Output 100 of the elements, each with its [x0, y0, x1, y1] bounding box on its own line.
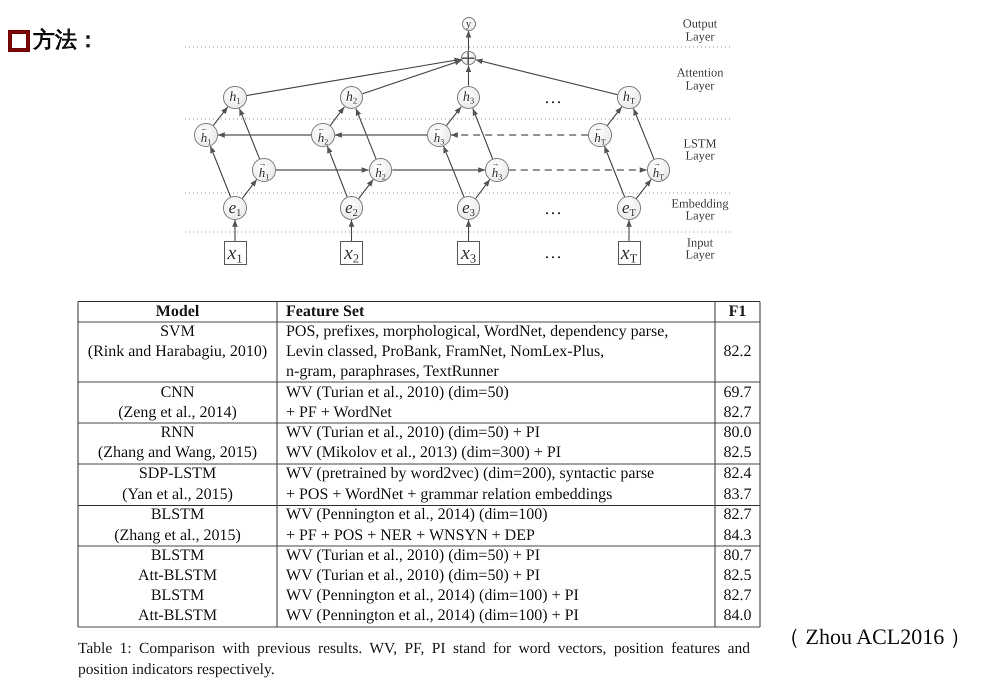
column-header: Model [156, 302, 200, 320]
feature-set-text: WV (Turian et al., 2010) (dim=50) + PI [286, 424, 540, 442]
hidden-state-circle: h$_{2}$ [340, 86, 364, 110]
f1-score: 82.7 [724, 506, 752, 524]
model-name: BLSTM [150, 506, 204, 524]
feature-set-text: WV (Pennington et al., 2014) (dim=100) [286, 506, 548, 524]
layer-label: Output Layer [682, 18, 718, 42]
reference-text: (Zeng et al., 2014) [118, 404, 237, 422]
heading: 方法： [33, 28, 99, 54]
forward-state-circle: → h$_{1}$ [252, 158, 276, 182]
f1-score: 84.0 [724, 607, 752, 625]
feature-set-text: WV (Pennington et al., 2014) (dim=100) + PI [286, 586, 579, 604]
ellipsis: … [544, 199, 562, 217]
backward-state-circle: ← h$_{T}$ [588, 123, 612, 147]
arrow [330, 106, 345, 126]
arrow [348, 220, 354, 241]
f1-score: 80.0 [724, 424, 752, 442]
feature-set-text: WV (Turian et al., 2010) (dim=50) + PI [286, 566, 540, 584]
embedding-circle: e$_{T}$ [617, 196, 641, 220]
input-box: x$_{2}$ [340, 241, 363, 265]
model-name: BLSTM [150, 586, 204, 604]
arrow [362, 60, 462, 94]
arrow [355, 108, 377, 160]
table-caption: Table 1: Comparison with previous results. WV, PF, PI stand for word vectors, position features and position indicators respectively. [78, 639, 750, 680]
model-name: BLSTM [150, 546, 204, 564]
layer-label: Embedding Layer [671, 197, 729, 222]
arrow [475, 58, 618, 96]
arrow [466, 65, 472, 86]
ellipsis: … [544, 243, 562, 261]
feature-set-text: WV (pretrained by word2vec) (dim=200), syntactic parse [286, 465, 654, 483]
model-name: Att-BLSTM [138, 566, 218, 584]
arrow [626, 220, 632, 241]
feature-set-text: Levin classed, ProBank, FramNet, NomLex-Plus, [286, 342, 604, 360]
arrow [632, 108, 655, 160]
citation: （ Zhou ACL2016 ） [778, 624, 972, 650]
f1-score: 83.7 [724, 486, 752, 504]
output-circle: y [462, 16, 476, 30]
feature-set-text: + PF + POS + NER + WNSYN + DEP [286, 526, 535, 544]
arrow [446, 106, 462, 126]
arrow [242, 179, 258, 199]
arrow [276, 167, 369, 173]
f1-score: 82.5 [724, 566, 752, 584]
feature-set-text: + PF + WordNet [286, 404, 392, 422]
model-name: SVM [160, 322, 195, 340]
arrow [218, 132, 312, 138]
ellipsis: … [544, 88, 562, 106]
layer-label: Attention Layer [676, 66, 724, 92]
arrow [232, 220, 238, 241]
reference-text: (Zhang and Wang, 2015) [98, 444, 258, 462]
f1-score: 82.7 [724, 586, 752, 604]
arrow [334, 132, 428, 138]
f1-score: 82.4 [724, 465, 752, 483]
arrow [604, 146, 626, 198]
hidden-state-circle: h$_{3}$ [456, 86, 480, 110]
arrow [212, 106, 228, 126]
model-name: SDP-LSTM [138, 465, 216, 483]
f1-score: 84.3 [724, 526, 752, 544]
layer-label: LSTM Layer [683, 137, 717, 162]
input-box: x$_{1}$ [224, 241, 246, 265]
f1-score: 80.7 [724, 546, 752, 564]
arrow [466, 220, 472, 241]
input-box: x$_{T}$ [618, 241, 640, 265]
feature-set-text: POS, prefixes, morphological, WordNet, dependency parse, [286, 322, 668, 340]
hidden-state-circle: h$_{1}$ [223, 86, 247, 110]
arrow [442, 146, 465, 198]
f1-score: 82.7 [724, 404, 752, 422]
f1-score: 82.5 [724, 444, 752, 462]
hidden-state-circle: h$_{T}$ [617, 86, 641, 110]
model-name: Att-BLSTM [138, 607, 218, 625]
backward-state-circle: ← h$_{1}$ [194, 123, 218, 147]
feature-set-text: WV (Turian et al., 2010) (dim=50) [286, 384, 509, 402]
feature-set-text: n-gram, paraphrases, TextRunner [286, 363, 499, 381]
embedding-circle: e$_{2}$ [340, 196, 364, 220]
feature-set-text: WV (Pennington et al., 2014) (dim=100) + PI [286, 607, 579, 625]
forward-state-circle: → h$_{3}$ [485, 158, 509, 182]
model-name: CNN [160, 384, 194, 402]
arrow [238, 108, 260, 160]
forward-state-circle: → h$_{2}$ [368, 158, 392, 182]
dashed-arrow [450, 132, 588, 138]
arrow [210, 146, 232, 198]
embedding-circle: e$_{3}$ [456, 196, 480, 220]
column-header: Feature Set [286, 302, 364, 320]
arrow [358, 179, 374, 199]
feature-set-text: WV (Turian et al., 2010) (dim=50) + PI [286, 546, 540, 564]
column-header: F1 [728, 302, 746, 320]
forward-state-circle: → h$_{T}$ [646, 158, 670, 182]
arrow [636, 178, 652, 200]
reference-text: (Rink and Harabagiu, 2010) [88, 342, 268, 360]
reference-text: (Yan et al., 2015) [122, 486, 233, 504]
embedding-circle: e$_{1}$ [223, 196, 247, 220]
arrow [246, 58, 462, 96]
dashed-arrow [508, 167, 647, 173]
arrow [475, 179, 490, 199]
input-box: x$_{3}$ [457, 241, 480, 265]
arrow [472, 108, 494, 160]
feature-set-text: WV (Mikolov et al., 2013) (dim=300) + PI [286, 444, 562, 462]
layer-label: Input Layer [686, 236, 714, 261]
model-name: RNN [160, 424, 194, 442]
arrow [606, 106, 622, 126]
backward-state-circle: ← h$_{2}$ [311, 123, 335, 147]
